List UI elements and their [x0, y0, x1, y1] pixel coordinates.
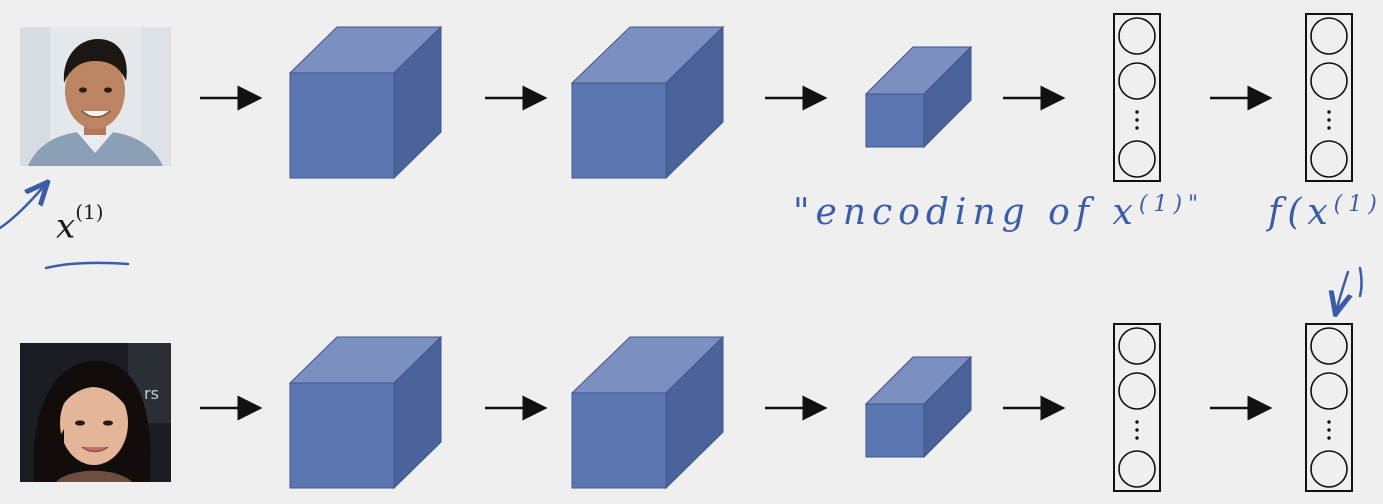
background-sign-text: rs [144, 384, 159, 403]
fc-vector-1 [1113, 13, 1161, 182]
function-annotation: f(x(1) [1268, 192, 1383, 233]
encoding-annotation-sup: (1)" [1138, 192, 1205, 217]
network-row-1 [200, 13, 1353, 182]
input-label-var: x [56, 206, 76, 247]
conv-layer-cube-3 [864, 45, 973, 149]
fc-vector-2 [1113, 323, 1161, 492]
encoding-annotation-text: "encoding of x [793, 192, 1139, 233]
vertical-ellipsis-icon [1135, 420, 1139, 440]
encoding-annotation: "encoding of x(1)" [793, 192, 1204, 233]
vertical-ellipsis-icon [1327, 420, 1331, 440]
quote-mark-stroke [1358, 266, 1363, 298]
curved-arrow-stroke [0, 184, 46, 230]
conv-layer-cube-2 [570, 25, 725, 180]
conv-layer-cube-3 [864, 355, 973, 459]
face-photo-male [20, 27, 171, 166]
function-annotation-text: f(x [1268, 192, 1334, 233]
hand-annotations [0, 184, 1363, 312]
encoding-vector-1 [1305, 13, 1353, 182]
encoding-vector-2 [1305, 323, 1353, 492]
function-annotation-sup: (1) [1333, 192, 1383, 217]
conv-layer-cube-1 [288, 25, 443, 180]
underline-stroke [44, 261, 130, 270]
input-label-x1: x(1) [56, 200, 104, 247]
conv-layer-cube-1 [288, 335, 443, 490]
vertical-ellipsis-icon [1327, 110, 1331, 130]
input-label-sup: (1) [75, 200, 104, 224]
face-photo-female: rs [20, 343, 171, 482]
down-arrow-stroke [1336, 270, 1348, 312]
vertical-ellipsis-icon [1135, 110, 1139, 130]
network-row-2 [200, 323, 1353, 492]
conv-layer-cube-2 [570, 335, 725, 490]
